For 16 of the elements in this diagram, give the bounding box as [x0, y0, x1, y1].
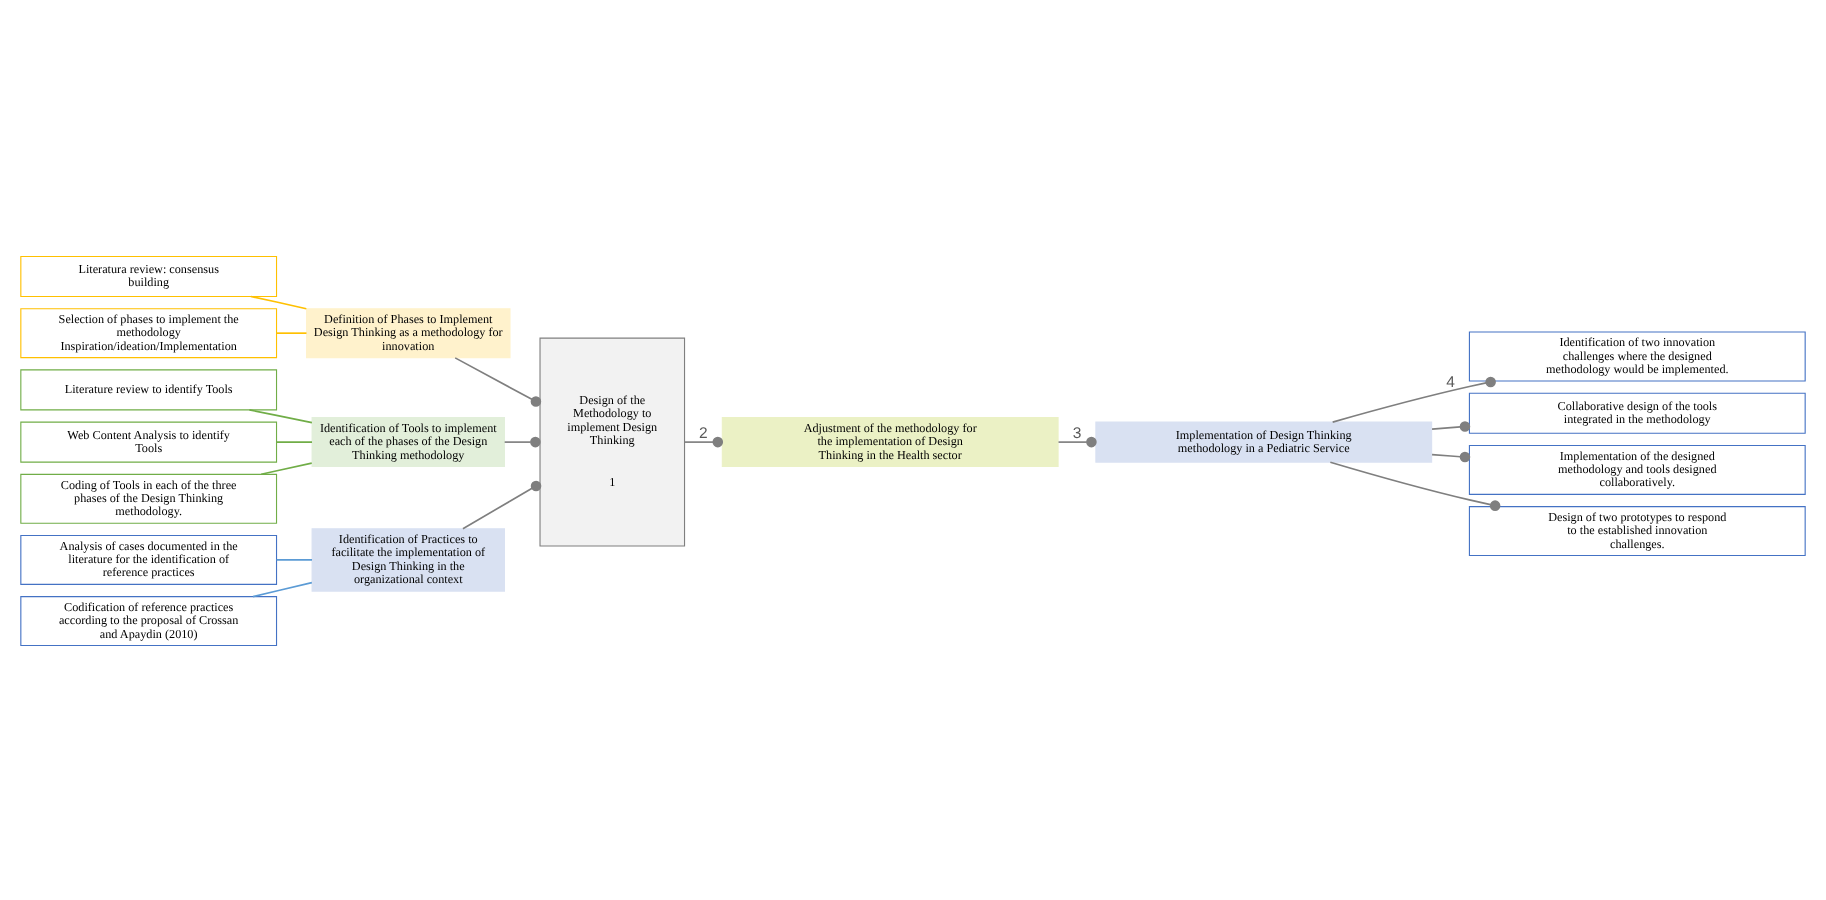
connector [248, 408, 313, 423]
connector [454, 356, 542, 406]
connector [1329, 460, 1501, 510]
connector [260, 461, 313, 475]
connector [683, 435, 724, 447]
connector [1431, 450, 1471, 462]
connector [275, 558, 313, 560]
connector [275, 331, 308, 333]
connector [250, 294, 308, 309]
connector [1431, 420, 1471, 431]
connector [1057, 435, 1097, 447]
connector [252, 580, 313, 597]
connector [275, 440, 313, 442]
connector [1331, 375, 1496, 422]
connector [462, 479, 542, 529]
connector [503, 435, 541, 447]
